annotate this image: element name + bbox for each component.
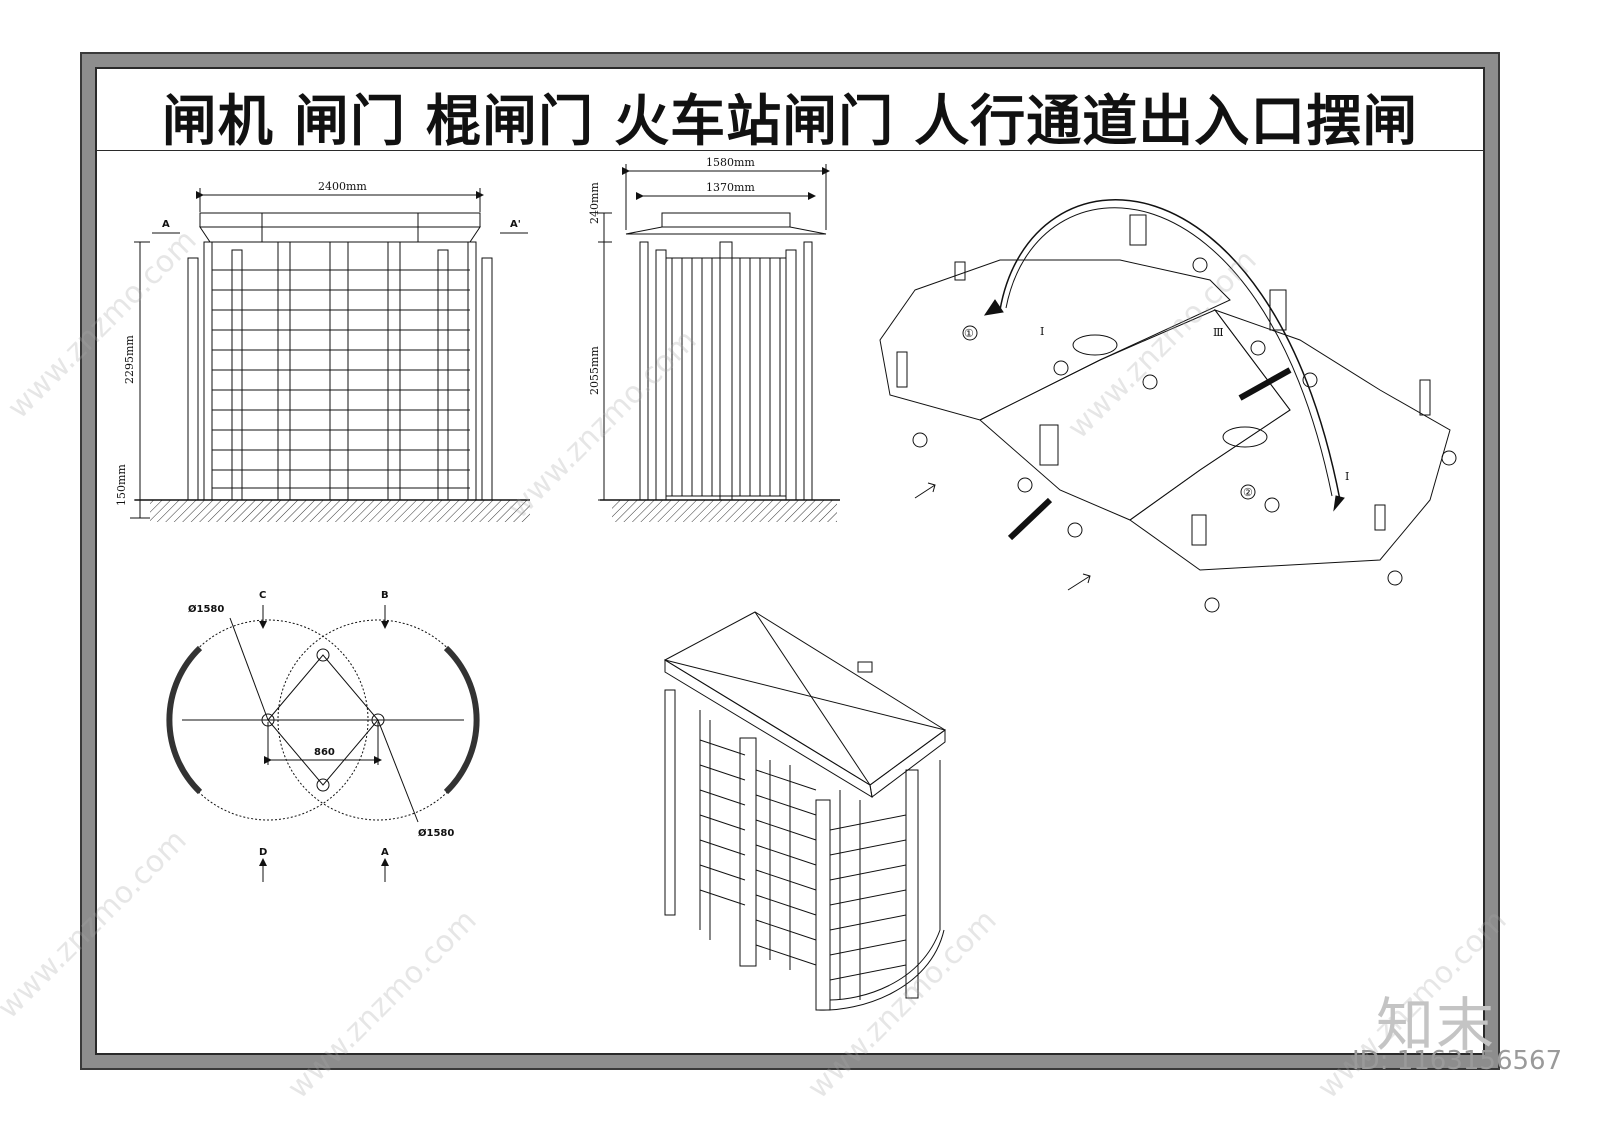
- plan-view: [166, 605, 480, 882]
- frame-band: [82, 54, 1498, 1068]
- side-roof-dim: 240mm: [588, 182, 601, 224]
- section-label-a-prime: A': [510, 219, 521, 230]
- watermark-2: www.znzmo.com: [501, 323, 704, 526]
- page-title: 闸机 闸门 棍闸门 火车站闸门 人行通道出入口摆闸: [161, 89, 1419, 153]
- watermark-id: ID: 1163156567: [1352, 1046, 1563, 1076]
- watermark-3: www.znzmo.com: [1061, 243, 1264, 446]
- front-width-dim: 2400mm: [318, 180, 367, 193]
- plan-arrow-a: A: [381, 847, 389, 858]
- side-width-inner-dim: 1370mm: [706, 181, 755, 194]
- front-height-dim: 2295mm: [123, 335, 136, 384]
- side-height-dim: 2055mm: [588, 346, 601, 395]
- watermark-layer: www.znzmo.com www.znzmo.com www.znzmo.co…: [0, 223, 1514, 1106]
- zone-label-3: Ⅲ: [1213, 326, 1224, 339]
- section-label-a: A: [162, 219, 170, 230]
- watermark-5: www.znzmo.com: [281, 903, 484, 1106]
- plan-diameter-right: Ø1580: [418, 827, 454, 839]
- watermark-1: www.znzmo.com: [1, 223, 204, 426]
- plan-arrow-c: C: [259, 590, 266, 601]
- zone-label-1: Ⅰ: [1040, 325, 1044, 338]
- plan-arrow-b: B: [381, 590, 389, 601]
- isometric-turnstile: [663, 611, 946, 1011]
- side-elevation: [598, 164, 840, 522]
- front-elevation: [130, 188, 530, 522]
- watermark-6: www.znzmo.com: [801, 903, 1004, 1106]
- plan-arrow-d: D: [259, 847, 267, 858]
- plan-diameter-left: Ø1580: [188, 603, 224, 615]
- side-width-outer-dim: 1580mm: [706, 156, 755, 169]
- title-divider: [97, 150, 1483, 151]
- callout-1: ①: [964, 327, 974, 340]
- plan-center-dim: 860: [314, 747, 335, 758]
- watermark-logo: 知末: [1376, 991, 1497, 1059]
- watermark-4: www.znzmo.com: [0, 823, 194, 1026]
- exploded-isometric: [879, 199, 1457, 613]
- zone-label-1b: Ⅰ: [1345, 470, 1349, 483]
- callout-2: ②: [1243, 486, 1253, 499]
- front-base-dim: 150mm: [115, 464, 128, 506]
- frame-outer: [80, 52, 1500, 1070]
